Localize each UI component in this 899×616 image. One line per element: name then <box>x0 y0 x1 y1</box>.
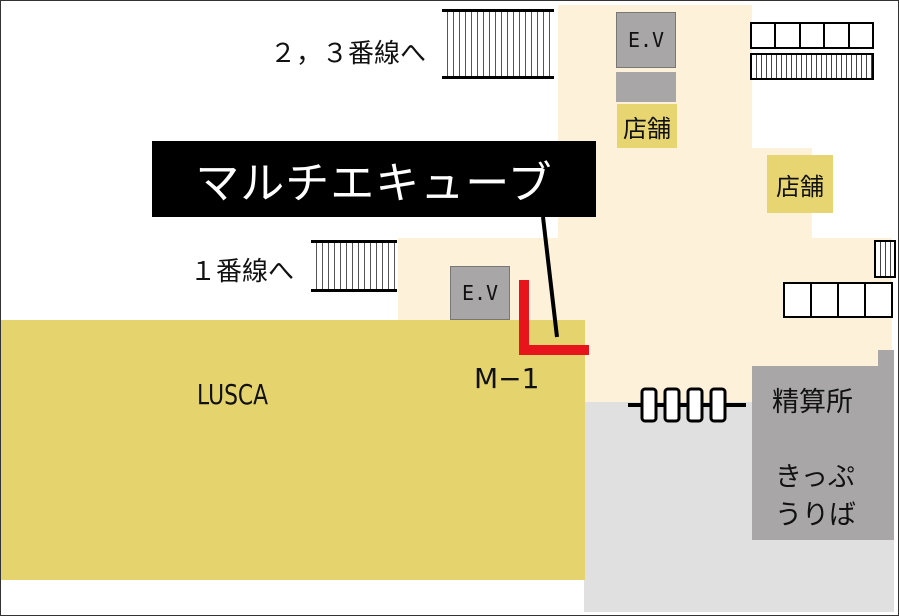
ticket-gate-icon <box>628 387 746 423</box>
shop-upper: 店舗 <box>617 104 677 148</box>
platform-1-direction: １番線へ <box>190 257 295 287</box>
fare-adjustment-label: 精算所 <box>772 387 853 418</box>
shop-right: 店舗 <box>767 155 833 213</box>
location-marker-icon <box>519 280 589 355</box>
stairs-icon <box>750 53 874 80</box>
platform-2-3-direction: ２，３番線へ <box>270 39 427 69</box>
stairs-icon <box>442 9 554 79</box>
office-extension <box>878 350 894 370</box>
ticket-office-label-line1: きっぷ <box>775 462 855 493</box>
elevator-lower: E.V <box>450 266 510 320</box>
stairs-icon <box>783 282 893 318</box>
elevator-upper: E.V <box>616 12 676 68</box>
fare-adjustment-office <box>752 366 894 540</box>
elevator-shaft <box>616 72 676 102</box>
callout-pointer-line <box>541 216 559 338</box>
ticket-office-label-line2: うりば <box>775 500 856 531</box>
lusca-label: LUSCA <box>197 378 269 411</box>
stairs-icon <box>311 240 397 292</box>
stairs-icon <box>874 240 896 278</box>
stairs-icon <box>750 22 874 49</box>
location-code-label: M−1 <box>474 362 540 395</box>
lusca-building <box>0 320 585 580</box>
multi-ecube-callout: マルチエキューブ <box>152 141 596 217</box>
